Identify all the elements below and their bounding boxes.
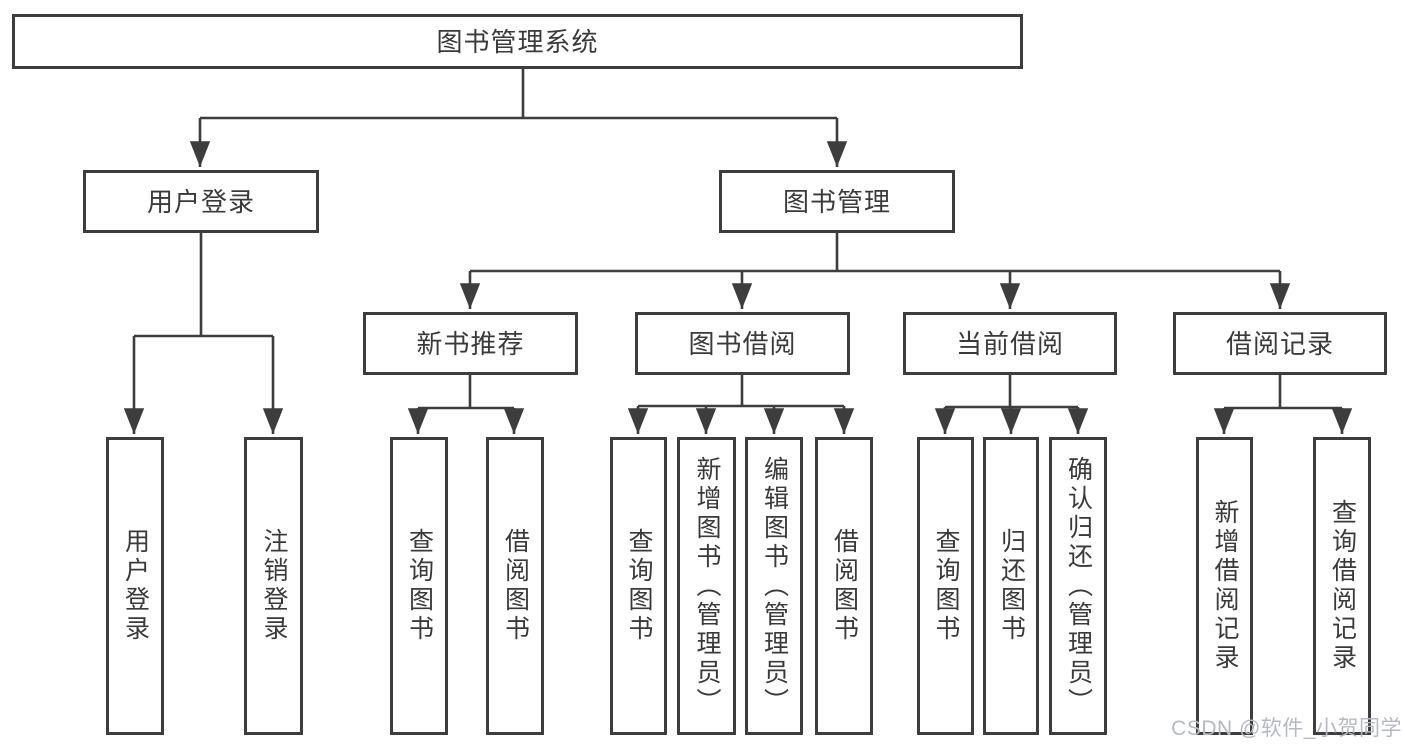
node-borrowing-records: 借阅记录 (1173, 312, 1387, 375)
leaf-bb-query-books: 查询图书 (610, 437, 667, 735)
leaf-cb-confirm-return-admin: 确认归还（管理员） (1049, 437, 1107, 735)
leaf-br-add-record: 新增借阅记录 (1196, 437, 1253, 735)
leaf-cb-query-books: 查询图书 (917, 437, 974, 735)
node-user-login: 用户登录 (83, 170, 319, 233)
leaf-bb-add-books-admin: 新增图书（管理员） (677, 437, 736, 735)
node-book-management: 图书管理 (719, 170, 955, 233)
leaf-nbr-borrow-books: 借阅图书 (486, 437, 544, 735)
leaf-bb-edit-books-admin: 编辑图书（管理员） (745, 437, 803, 735)
leaf-user-login: 用户登录 (106, 437, 164, 735)
leaf-logout: 注销登录 (244, 437, 303, 735)
leaf-cb-return-books: 归还图书 (983, 437, 1039, 735)
csdn-watermark: CSDN @软件_小贺同学 (1171, 717, 1402, 740)
node-book-borrowing: 图书借阅 (635, 312, 850, 375)
node-root: 图书管理系统 (12, 14, 1023, 69)
leaf-nbr-query-books: 查询图书 (390, 437, 448, 735)
node-current-borrowing: 当前借阅 (903, 312, 1117, 375)
node-new-book-recommend: 新书推荐 (363, 312, 578, 375)
leaf-bb-borrow-books: 借阅图书 (815, 437, 873, 735)
leaf-br-query-record: 查询借阅记录 (1313, 437, 1371, 735)
